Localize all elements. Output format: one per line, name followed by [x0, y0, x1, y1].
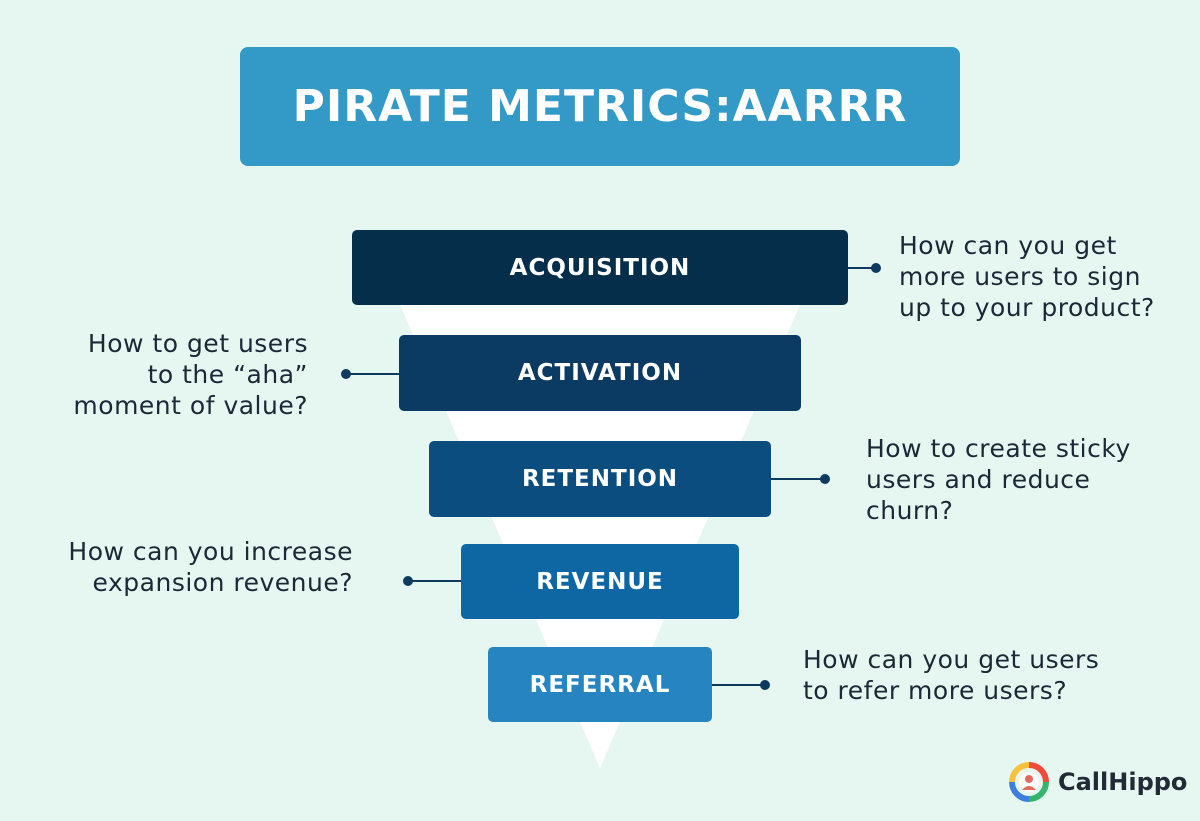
- stage-label-retention: RETENTION: [521, 466, 679, 492]
- question-acquisition: How can you get more users to sign up to…: [899, 231, 1155, 322]
- connector-retention: [771, 474, 830, 484]
- connector-referral: [712, 680, 770, 690]
- question-referral: How can you get users to refer more user…: [803, 645, 1100, 705]
- stage-label-referral: REFERRAL: [529, 671, 671, 698]
- stage-label-revenue: REVENUE: [536, 568, 664, 595]
- stage-activation: ACTIVATION: [399, 335, 801, 411]
- connector-revenue: [403, 576, 462, 586]
- connector-activation: [341, 369, 400, 379]
- diagram-title: PIRATE METRICS:AARRR: [292, 81, 908, 132]
- question-activation: How to get users to the “aha” moment of …: [73, 329, 308, 420]
- title-banner: PIRATE METRICS:AARRR: [240, 47, 960, 166]
- stage-referral: REFERRAL: [488, 647, 712, 722]
- stage-acquisition: ACQUISITION: [352, 230, 848, 305]
- funnel-shape: [398, 300, 802, 768]
- connector-acquisition: [848, 263, 881, 273]
- stage-label-acquisition: ACQUISITION: [509, 254, 691, 281]
- stage-label-activation: ACTIVATION: [517, 360, 683, 386]
- stage-revenue: REVENUE: [461, 544, 739, 619]
- question-retention: How to create sticky users and reduce ch…: [866, 434, 1131, 525]
- callhippo-logo-icon: [1009, 762, 1049, 802]
- stage-retention: RETENTION: [429, 441, 771, 517]
- logo-text: CallHippo: [1058, 768, 1188, 796]
- question-revenue: How can you increase expansion revenue?: [68, 537, 353, 597]
- callhippo-logo: CallHippo: [1008, 762, 1187, 802]
